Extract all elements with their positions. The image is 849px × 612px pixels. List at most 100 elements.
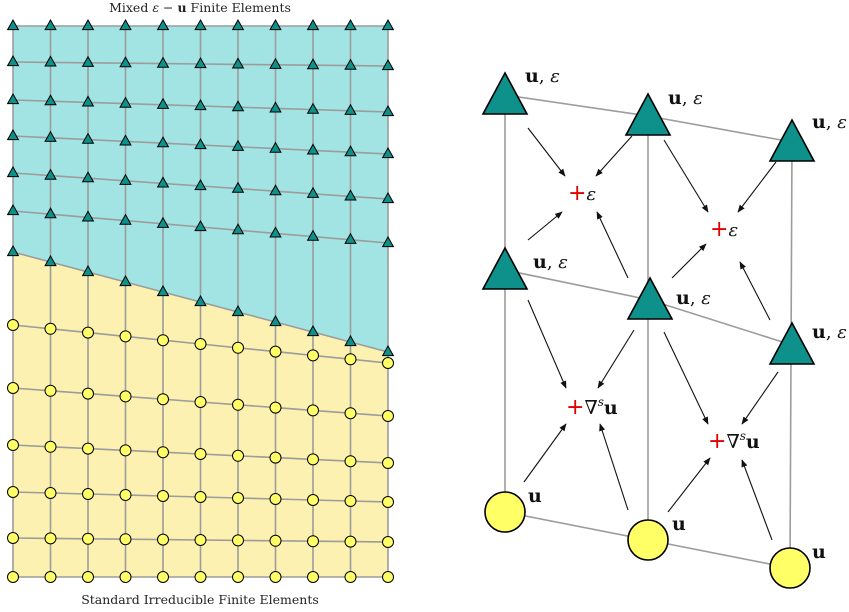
standard-node-circle-icon <box>7 319 19 331</box>
mixed-node-triangle-icon <box>119 173 132 185</box>
mixed-node-triangle-icon <box>381 104 395 117</box>
bottom-caption: Standard Irreducible Finite Elements <box>81 592 319 607</box>
detail-standard-node-circle-icon <box>769 547 811 589</box>
standard-node-circle-icon <box>82 532 94 545</box>
detail-mixed-node-triangle-icon <box>481 71 529 115</box>
mapping-arrow <box>523 423 567 483</box>
mixed-node-triangle-icon <box>231 139 245 151</box>
mixed-node-triangle-icon <box>381 235 395 248</box>
mixed-node-triangle-icon <box>119 18 132 31</box>
standard-node-label: u <box>528 485 542 507</box>
mixed-node-triangle-icon <box>81 55 95 67</box>
standard-node-circle-icon <box>82 442 94 455</box>
mixed-node-triangle-icon <box>119 134 132 146</box>
mapping-arrow <box>741 459 773 541</box>
mixed-node-triangle-icon <box>269 101 282 113</box>
mixed-node-triangle-icon <box>44 207 57 219</box>
mixed-node-triangle-icon <box>81 171 95 183</box>
mixed-node-triangle-icon <box>119 213 132 225</box>
standard-node-circle-icon <box>344 571 357 583</box>
standard-node-circle-icon <box>344 407 357 420</box>
mixed-node-triangle-icon <box>156 216 170 228</box>
mixed-node-label: u, ε <box>676 287 711 309</box>
standard-node-circle-icon <box>344 535 357 548</box>
mixed-node-triangle-icon <box>81 18 95 31</box>
mixed-node-triangle-icon <box>344 18 357 31</box>
standard-node-circle-icon <box>44 322 57 335</box>
mapping-arrow <box>741 371 779 425</box>
mixed-node-triangle-icon <box>156 284 170 297</box>
standard-node-circle-icon <box>307 494 319 506</box>
standard-node-circle-icon <box>382 496 394 508</box>
mixed-node-triangle-icon <box>344 58 357 70</box>
mixed-node-triangle-icon <box>231 100 245 112</box>
mixed-node-triangle-icon <box>381 18 395 31</box>
mixed-node-triangle-icon <box>306 186 320 198</box>
mixed-node-triangle-icon <box>231 181 245 193</box>
mixed-node-triangle-icon <box>306 18 320 31</box>
mixed-node-triangle-icon <box>6 128 20 141</box>
standard-node-circle-icon <box>194 338 207 350</box>
mixed-node-triangle-icon <box>81 95 95 107</box>
standard-node-circle-icon <box>7 439 19 451</box>
mapping-arrow <box>739 261 771 321</box>
mixed-node-triangle-icon <box>81 210 95 222</box>
mixed-node-label: u, ε <box>668 87 703 109</box>
mixed-node-triangle-icon <box>231 223 245 235</box>
mixed-node-triangle-icon <box>269 57 282 69</box>
standard-node-circle-icon <box>307 453 319 466</box>
standard-node-label: u <box>672 513 686 535</box>
mixed-node-triangle-icon <box>231 18 245 31</box>
mixed-node-triangle-icon <box>44 94 57 106</box>
standard-node-circle-icon <box>269 401 282 414</box>
integration-point-gradient: +∇su <box>566 395 618 420</box>
mixed-node-triangle-icon <box>344 145 357 157</box>
standard-node-circle-icon <box>44 384 57 397</box>
mixed-node-triangle-icon <box>381 146 395 159</box>
integration-point-gradient: +∇su <box>708 429 760 454</box>
mixed-node-label: u, ε <box>525 65 560 87</box>
element-edge-line <box>504 511 649 541</box>
mixed-node-triangle-icon <box>306 102 320 114</box>
mixed-node-triangle-icon <box>44 130 57 142</box>
mapping-arrow <box>595 135 633 177</box>
standard-node-circle-icon <box>194 448 207 460</box>
mixed-node-triangle-icon <box>306 143 320 155</box>
mesh-panel <box>6 18 395 583</box>
standard-node-circle-icon <box>7 532 19 544</box>
standard-node-circle-icon <box>232 571 244 583</box>
standard-node-circle-icon <box>82 326 94 339</box>
standard-node-circle-icon <box>194 534 207 546</box>
standard-node-circle-icon <box>157 334 169 347</box>
mapping-arrow <box>596 211 629 279</box>
mixed-node-triangle-icon <box>194 18 207 31</box>
standard-node-circle-icon <box>44 532 57 545</box>
standard-node-circle-icon <box>119 533 132 546</box>
standard-node-circle-icon <box>232 534 244 547</box>
standard-node-circle-icon <box>382 457 394 469</box>
detail-element-edges <box>504 94 793 569</box>
mixed-node-triangle-icon <box>306 229 320 241</box>
standard-node-circle-icon <box>269 534 282 547</box>
mapping-arrow <box>663 331 709 425</box>
detail-standard-node-circle-icon <box>627 519 669 561</box>
standard-node-circle-icon <box>307 349 319 362</box>
mixed-node-triangle-icon <box>194 98 207 111</box>
standard-node-circle-icon <box>269 571 282 583</box>
standard-node-circle-icon <box>232 492 244 504</box>
standard-node-circle-icon <box>157 571 169 583</box>
mixed-node-triangle-icon <box>194 56 207 69</box>
mapping-arrow <box>599 423 629 511</box>
standard-node-circle-icon <box>82 488 94 500</box>
mesh-nodes <box>6 18 395 583</box>
mapping-arrow <box>527 211 563 241</box>
mixed-node-triangle-icon <box>306 324 320 337</box>
standard-node-circle-icon <box>382 410 394 422</box>
standard-node-circle-icon <box>119 330 132 343</box>
detail-mixed-node-triangle-icon <box>626 276 674 320</box>
mixed-node-triangle-icon <box>269 141 282 153</box>
standard-node-circle-icon <box>7 571 19 583</box>
